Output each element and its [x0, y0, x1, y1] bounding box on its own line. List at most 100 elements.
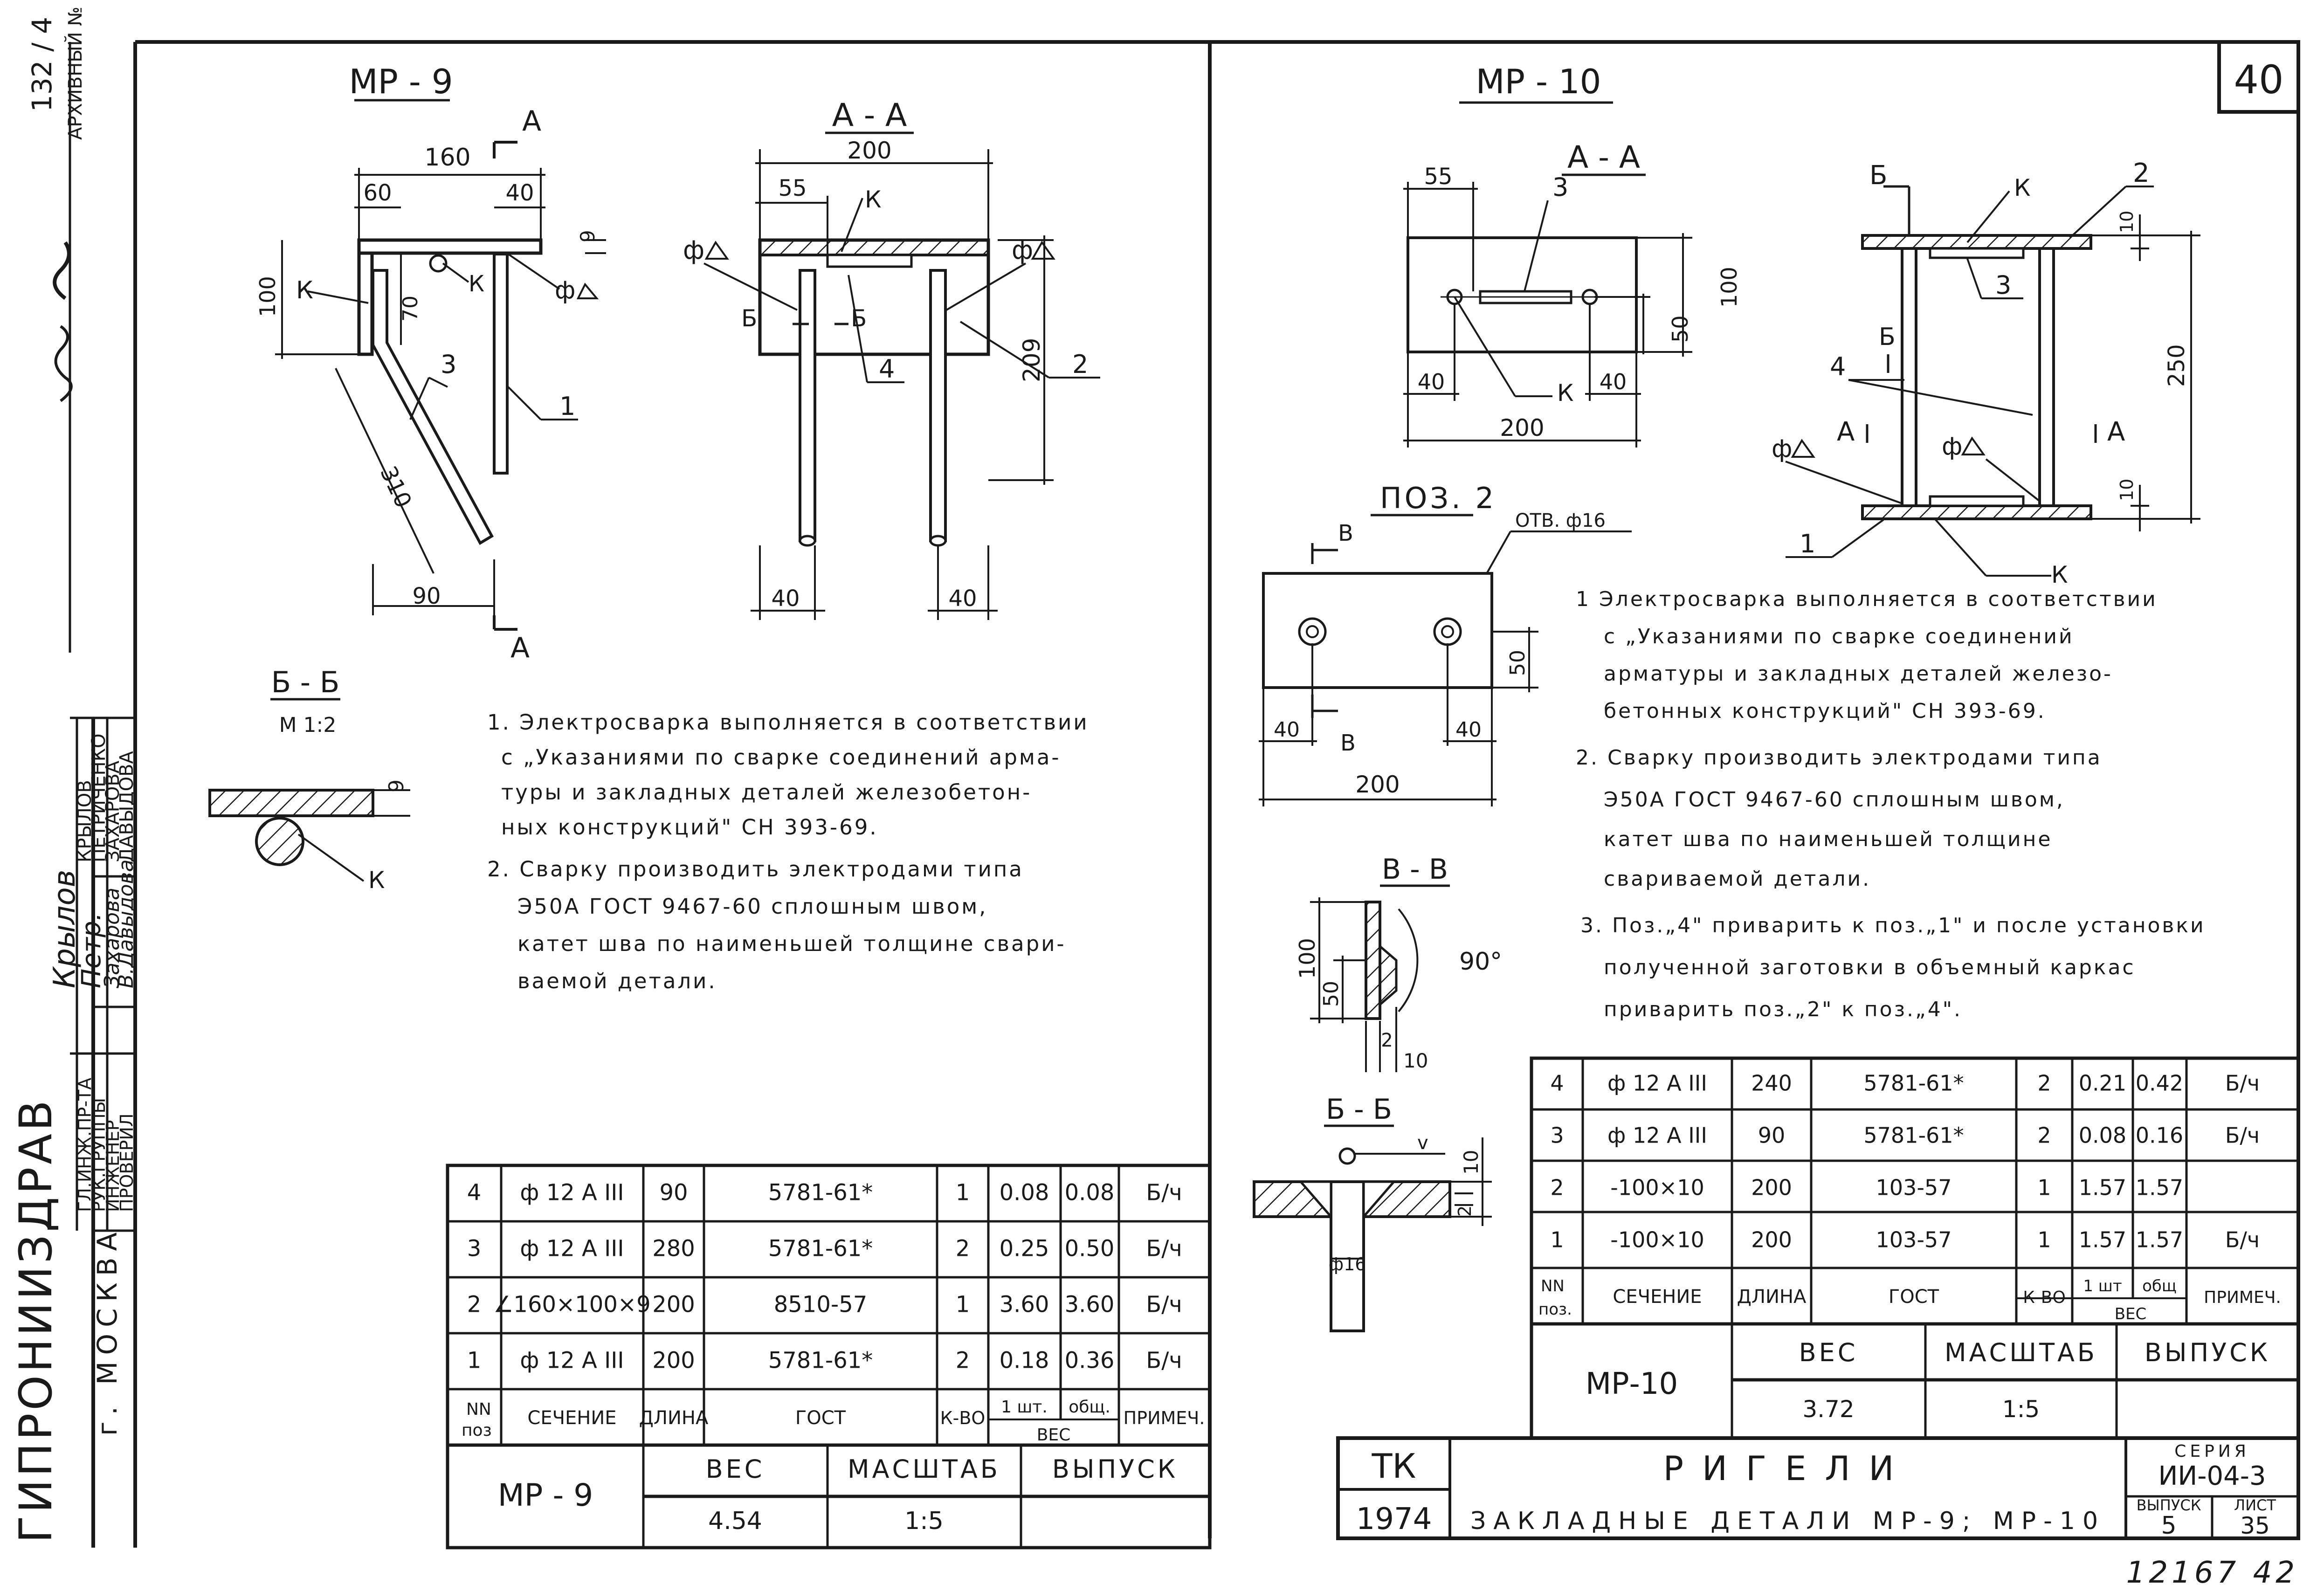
- mp9-spec-cell: 2: [956, 1347, 970, 1373]
- mp10-spec-cell: -100×10: [1610, 1175, 1704, 1200]
- mp9-spec-cell: 0.25: [1000, 1235, 1049, 1261]
- sheet-number: 40: [2234, 57, 2284, 103]
- mp10-note-line: 2. Сварку производить электродами типа: [1576, 746, 2102, 770]
- mp9-dim-40: 40: [505, 180, 534, 206]
- mp9-spec-cell: 5781-61*: [768, 1179, 873, 1205]
- mp9-section: МР - 9 160 60 40 9: [208, 62, 1212, 1550]
- mp9-stamp-mark: МР - 9: [498, 1477, 593, 1513]
- mp9-hdr-gost: ГОСТ: [795, 1407, 846, 1429]
- name-1: КРЫЛОВ: [74, 780, 96, 862]
- mp10-spec-cell: 240: [1751, 1070, 1792, 1095]
- mp10-pos2: ПОЗ. 2 ОТВ. ф16 В В 50: [1259, 481, 1632, 806]
- side-signature-lines: [53, 241, 73, 480]
- mp10-spec-cell: 90: [1758, 1123, 1786, 1148]
- mp10-spec-cell: 4: [1550, 1070, 1564, 1095]
- mp9-stamp-scale-label: МАСШТАБ: [848, 1454, 1000, 1484]
- mp10-hdr-gost: ГОСТ: [1889, 1286, 1939, 1308]
- mp9-hdr-section: СЕЧЕНИЕ: [527, 1407, 616, 1429]
- mp9-note-line: туры и закладных деталей железобетон-: [501, 780, 1032, 805]
- mp9-spec-cell: 0.08: [1065, 1179, 1115, 1205]
- mp10-el-a-left: А: [1837, 417, 1855, 447]
- mp9-aa-pos-2: 2: [1072, 350, 1088, 379]
- mp10-el-a-right: А: [2107, 417, 2125, 447]
- mp10-spec-cell: 200: [1751, 1227, 1792, 1252]
- mp9-spec-cell: 280: [652, 1235, 695, 1261]
- mp9-dim-160: 160: [424, 144, 470, 172]
- side-org: ГИПРОНИИЗДРАВ: [10, 1097, 62, 1543]
- mp10-aa-dim-50: 50: [1668, 315, 1693, 343]
- mp9-spec-cell: ф 12 А III: [520, 1235, 624, 1261]
- mp10-aa-dim-40b: 40: [1600, 369, 1627, 394]
- mp9-note-line: 1. Электросварка выполняется в соответст…: [487, 710, 1089, 735]
- mp10-aa-pos-3: 3: [1552, 172, 1568, 202]
- mp9-hdr-length: ДЛИНА: [639, 1407, 709, 1429]
- mp9-bb-title: Б - Б: [271, 665, 340, 699]
- mp9-spec-cell: 0.08: [1000, 1179, 1049, 1205]
- mp10-aa-title: А - А: [1567, 139, 1640, 175]
- side-city: г. МОСКВА: [91, 1226, 123, 1436]
- mp9-spec-cell: 0.18: [1000, 1347, 1049, 1373]
- mp10-section: МР - 10 А - А 55 100 50: [1253, 62, 2300, 1440]
- side-block: 132 / 4 АРХИВНЫЙ № ГЛ.ИНЖ.ПР-ТА РУК.ГРУП…: [10, 7, 138, 1543]
- mp10-spec-cell: 1.57: [2136, 1175, 2183, 1200]
- mp9-spec-cell: ф 12 А III: [520, 1179, 624, 1205]
- mp10-note-line: бетонных конструкций" СН 393-69.: [1604, 699, 2046, 723]
- mp9-label-k-mid: К: [469, 271, 484, 297]
- mp9-stamp-scale: 1:5: [904, 1507, 944, 1535]
- mp10-aa-dim-100: 100: [1717, 267, 1742, 308]
- mp10-vv-dim-10: 10: [1403, 1049, 1428, 1072]
- title-main: РИГЕЛИ: [1663, 1449, 1913, 1488]
- mp10-vv-dim-100: 100: [1295, 938, 1320, 979]
- mp10-bb-dim-10: 10: [1460, 1150, 1483, 1175]
- mp10-note-line: 3. Поз.„4" приварить к поз.„1" и после у…: [1580, 914, 2206, 937]
- mp10-spec-cell: Б/ч: [2225, 1123, 2260, 1148]
- mp9-hdr-w1: 1 шт.: [1001, 1398, 1048, 1417]
- mp10-bb-title: Б - Б: [1326, 1093, 1392, 1126]
- mp10-note-line: с „Указаниями по сварке соединений: [1604, 625, 2074, 648]
- mp10-spec-cell: -100×10: [1610, 1227, 1704, 1252]
- mp10-pos2-title: ПОЗ. 2: [1380, 481, 1496, 515]
- mp10-el-pos-2: 2: [2133, 158, 2150, 188]
- mp9-section-aa: А - А 200 55 К 209 40: [683, 97, 1100, 620]
- mp10-note-line: 1 Электросварка выполняется в соответств…: [1576, 587, 2158, 611]
- mp10-spec-cell: 0.08: [2079, 1123, 2126, 1148]
- mp9-spec-cell: 0.50: [1065, 1235, 1115, 1261]
- sheet-number-box: 40: [2217, 40, 2300, 114]
- mp10-spec-cell: 1: [2037, 1227, 2051, 1252]
- mp10-el-phi-mid: ф: [1942, 433, 1962, 461]
- mp10-el-dim-250: 250: [2164, 344, 2190, 387]
- mp10-spec-cell: 200: [1751, 1175, 1792, 1200]
- mp10-el-dim-10a: 10: [2117, 211, 2137, 233]
- mp9-spec-cell: 200: [652, 1347, 695, 1373]
- mp10-el-b-top: Б: [1869, 160, 1887, 191]
- mp10-hdr-section: СЕЧЕНИЕ: [1613, 1286, 1702, 1308]
- mp10-spec-cell: 3: [1550, 1123, 1564, 1148]
- mp9-note-line: ных конструкций" СН 393-69.: [501, 815, 878, 840]
- mp10-pos2-dim-200: 200: [1355, 771, 1400, 798]
- mp9-stamp-weight-label: ВЕС: [706, 1454, 765, 1484]
- mp9-spec-cell: ∠160×100×9: [493, 1291, 650, 1317]
- mp9-bb-dim-9: 9: [385, 779, 408, 792]
- mp9-aa-dim-40a: 40: [771, 585, 800, 612]
- mp9-spec-cell: 2: [467, 1291, 482, 1317]
- mp10-spec-cell: 2: [1550, 1175, 1564, 1200]
- mp9-aa-dim-40b: 40: [948, 585, 977, 612]
- mp10-hdr-w2: общ: [2142, 1277, 2177, 1295]
- title-issue-label: ВЫПУСК: [2137, 1496, 2201, 1514]
- title-subtitle: ЗАКЛАДНЫЕ ДЕТАЛИ МР-9; МР-10: [1470, 1507, 2105, 1535]
- mp9-label-k-left: К: [296, 276, 313, 304]
- mp10-hdr-poz: поз.: [1538, 1300, 1572, 1319]
- mp10-aa-label-k: К: [1557, 379, 1574, 406]
- mp10-el-pos-1: 1: [1800, 529, 1815, 558]
- mp9-note-line: Э50А ГОСТ 9467-60 сплошным швом,: [517, 894, 988, 919]
- mp10-spec-cell: Б/ч: [2225, 1227, 2260, 1252]
- mp9-aa-phi-left: ф: [683, 235, 704, 265]
- role-4: ПРОВЕРИЛ: [117, 1114, 137, 1212]
- mp9-aa-pos-4: 4: [879, 354, 895, 384]
- mp10-pos2-dim-40b: 40: [1455, 718, 1482, 742]
- mp10-el-phi-left: ф: [1772, 435, 1792, 463]
- mp10-pos2-hole: ОТВ. ф16: [1515, 510, 1606, 531]
- mp9-note-line: с „Указаниями по сварке соединений арма-: [501, 745, 1061, 770]
